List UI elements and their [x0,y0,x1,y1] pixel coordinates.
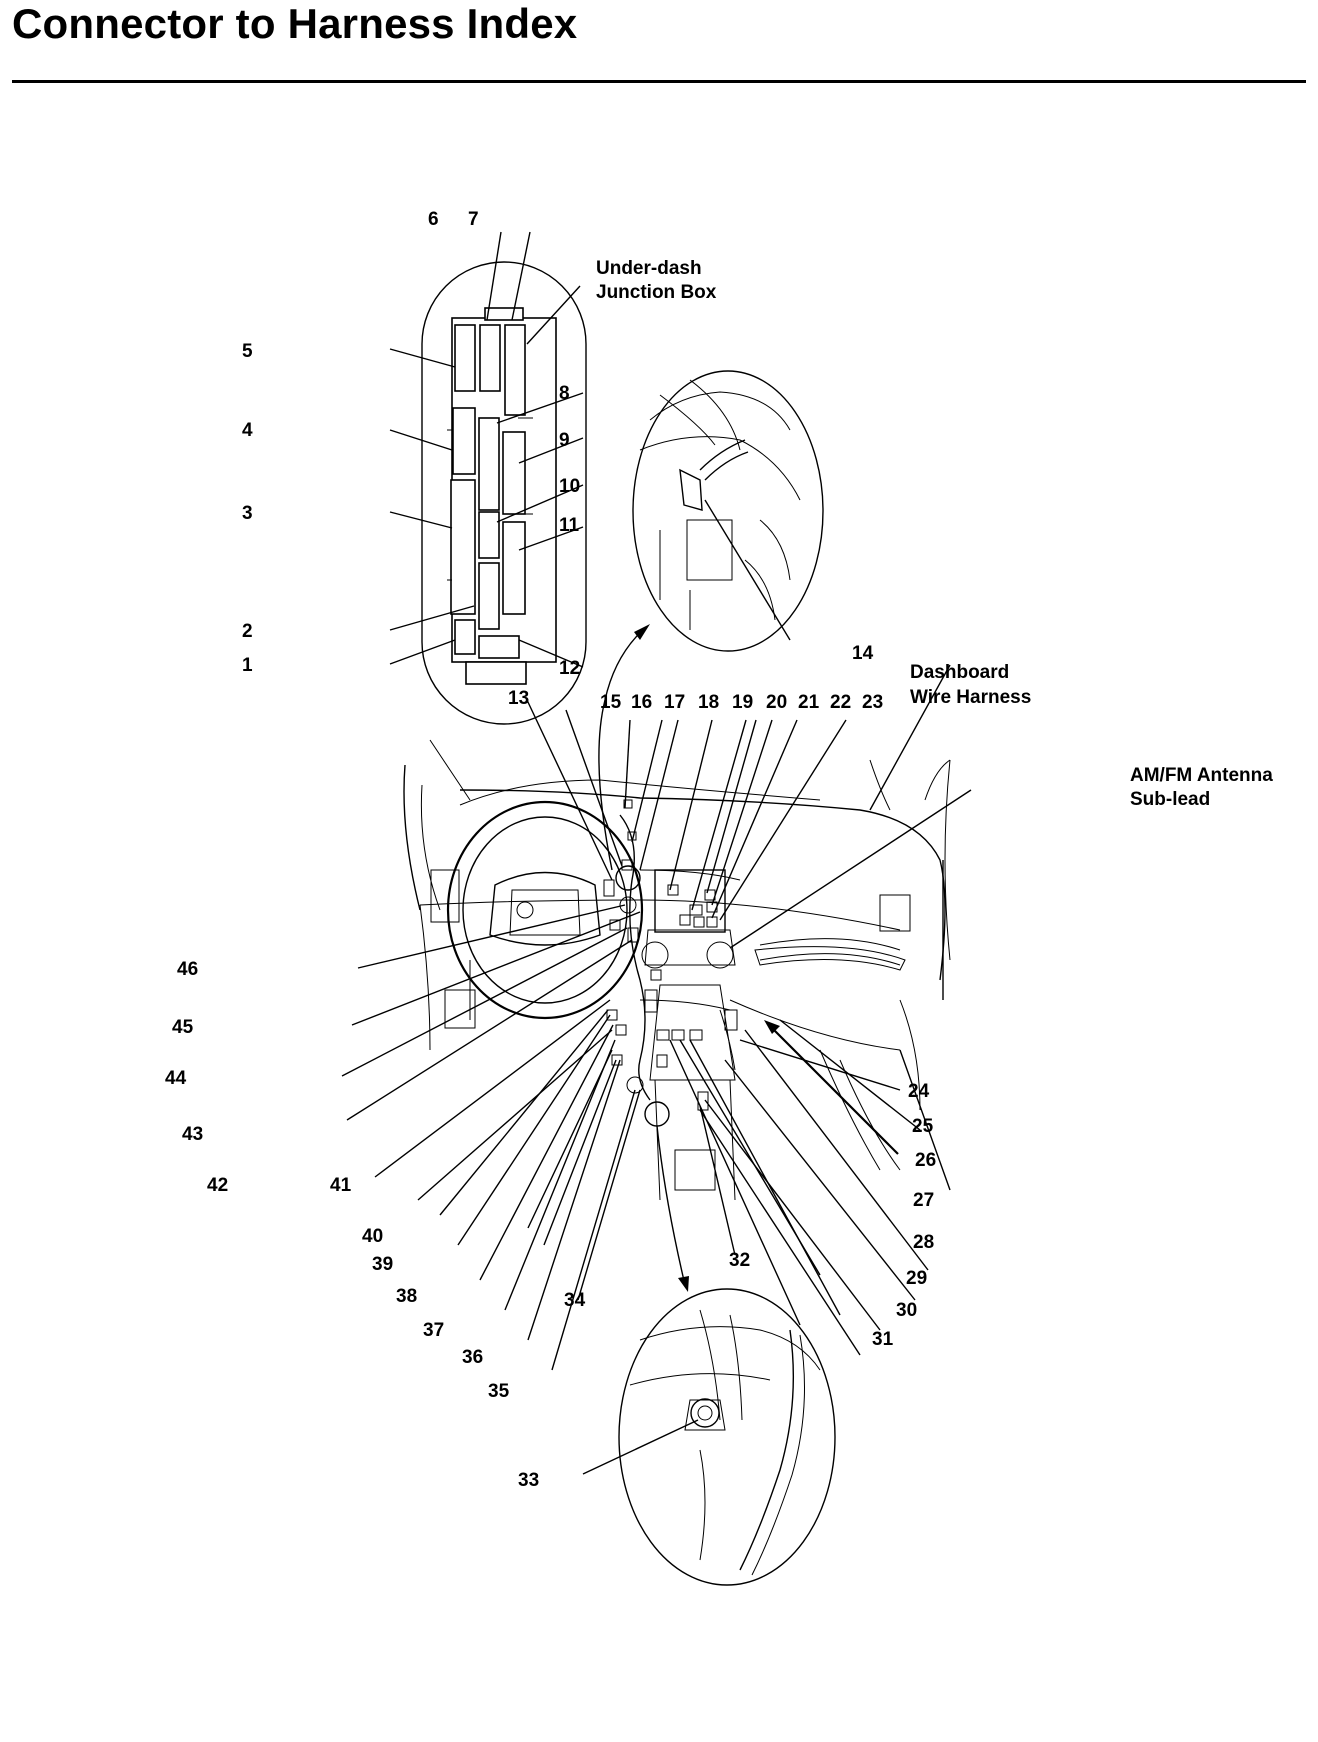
callout-17: 17 [664,692,685,713]
junction-box-detail [421,261,587,725]
callout-38: 38 [396,1286,417,1307]
junction-box-label-line1: Under-dash [596,258,702,279]
callout-27: 27 [913,1190,934,1211]
callout-31: 31 [872,1329,894,1350]
junction-box-label-line2: Junction Box [596,282,717,303]
callout-4: 4 [242,420,253,441]
callout-2: 2 [242,621,253,642]
dashboard-harness-label-line2: Wire Harness [910,687,1031,708]
title-rule [12,80,1306,83]
callout-10: 10 [559,476,580,497]
antenna-label-line2: Sub-lead [1130,789,1210,810]
callout-36: 36 [462,1347,483,1368]
callout-28: 28 [913,1232,934,1253]
callout-9: 9 [559,430,570,451]
dashboard-leaders [341,624,972,1371]
callout-labels: Under-dash Junction Box Dashboard Wire H… [596,258,1273,810]
callout-numbers: 1 2 3 4 5 6 7 8 9 10 11 12 13 14 15 16 1… [165,209,936,1491]
callout-8: 8 [559,383,570,404]
callout-40: 40 [362,1226,383,1247]
callout-23: 23 [862,692,883,713]
callout-44: 44 [165,1068,187,1089]
callout-15: 15 [600,692,622,713]
callout-19: 19 [732,692,753,713]
callout-20: 20 [766,692,787,713]
callout-7: 7 [468,209,479,230]
callout-22: 22 [830,692,851,713]
callout-14: 14 [852,643,874,664]
callout-43: 43 [182,1124,203,1145]
callout-26: 26 [915,1150,936,1171]
callout-30: 30 [896,1300,917,1321]
callout-25: 25 [912,1116,934,1137]
junction-box-leaders [389,231,584,668]
callout-39: 39 [372,1254,393,1275]
callout-46: 46 [177,959,198,980]
callout-41: 41 [330,1175,352,1196]
callout-37: 37 [423,1320,444,1341]
upper-detail-view [632,370,824,652]
callout-1: 1 [242,655,253,676]
callout-3: 3 [242,503,253,524]
dashboard-drawing [403,739,951,1201]
callout-5: 5 [242,341,253,362]
page-title: Connector to Harness Index [12,0,578,47]
callout-21: 21 [798,692,820,713]
callout-33: 33 [518,1470,539,1491]
callout-35: 35 [488,1381,510,1402]
callout-18: 18 [698,692,719,713]
callout-42: 42 [207,1175,228,1196]
callout-13: 13 [508,688,529,709]
callout-45: 45 [172,1017,194,1038]
callout-12: 12 [559,658,580,679]
callout-32: 32 [729,1250,750,1271]
lower-detail-view [582,1288,836,1586]
antenna-label-line1: AM/FM Antenna [1130,765,1273,786]
callout-11: 11 [559,515,580,536]
dashboard-harness-label-line1: Dashboard [910,662,1009,683]
callout-24: 24 [908,1081,930,1102]
callout-16: 16 [631,692,652,713]
callout-34: 34 [564,1290,586,1311]
callout-29: 29 [906,1268,927,1289]
callout-6: 6 [428,209,439,230]
